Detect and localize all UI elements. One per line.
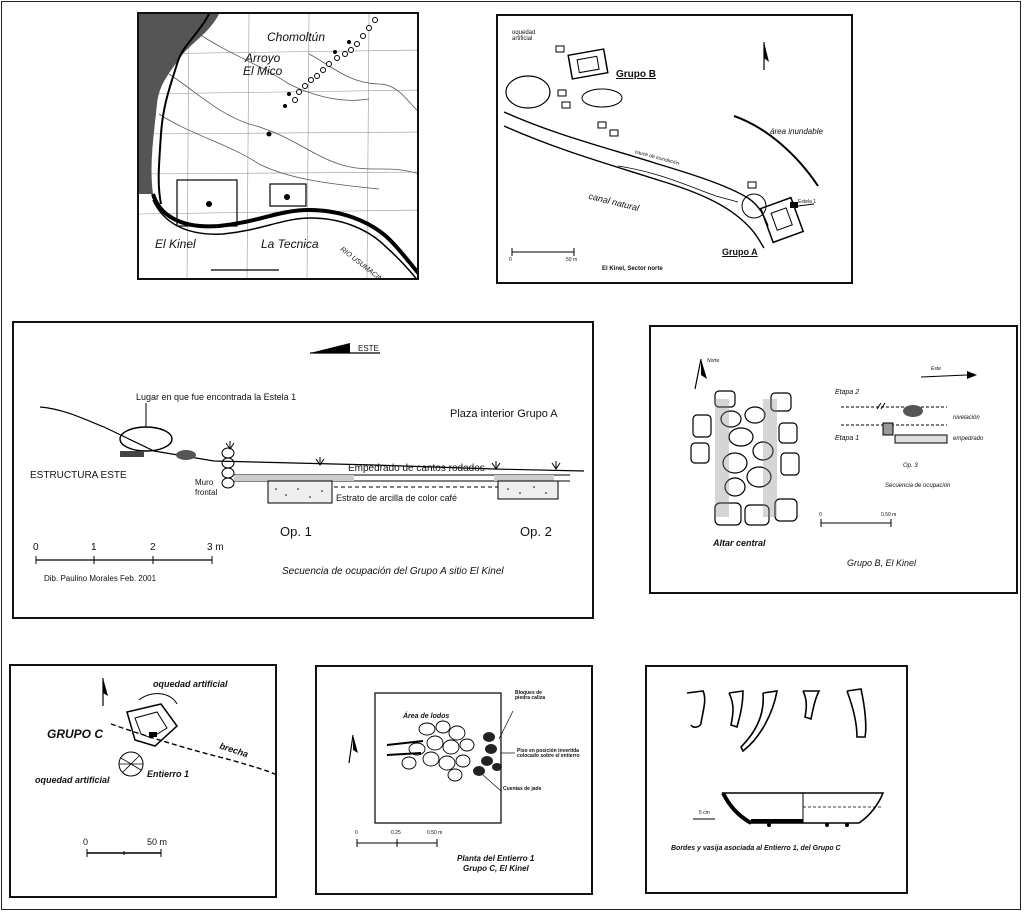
place-la-tecnica: La Tecnica [261, 237, 319, 251]
nivelacion-label: nivelación [953, 415, 980, 421]
oquedad-label: oquedad artificial [512, 30, 536, 42]
place-arroyo: Arroyo [245, 51, 281, 65]
regional-map-panel: Chomoltún Arroyo El Mico El Kinel La Tec… [137, 12, 419, 280]
scale-025: 0.25 [391, 830, 401, 836]
etapa-2-label: Etapa 2 [835, 389, 860, 396]
bloques-label: Bloques de piedra caliza [515, 690, 546, 701]
op1-label: Op. 1 [280, 524, 312, 539]
grupo-a-section-drawing [35, 343, 585, 564]
sector-norte-caption: El Kinel, Sector norte [602, 266, 663, 272]
grupo-b-panel: Norte Este Etapa 2 Etapa 1 nivelación em… [649, 325, 1018, 594]
scale-50m: 50 m [147, 837, 168, 847]
grupo-a-caption: Secuencia de ocupación del Grupo A sitio… [282, 566, 504, 577]
ceramics-drawing [686, 688, 885, 827]
east-label: ESTE [358, 344, 379, 353]
empedrado-label: empedrado [953, 436, 984, 442]
grupo-c-panel: oquedad artificial GRUPO C brecha Entier… [9, 664, 277, 898]
scale-0: 0 [83, 837, 89, 847]
estela-label: Estela 1 [798, 199, 817, 205]
ceramics-panel: 5 cm Bordes y vasija asociada al Entierr… [645, 665, 908, 894]
grupo-b-drawing [690, 358, 977, 527]
secuencia-label: Secuencia de ocupación [885, 483, 951, 489]
altar-central-label: Altar central [713, 538, 766, 548]
scale-1: 1 [91, 542, 97, 553]
scale-050m: 0.50 m [427, 830, 443, 836]
east-label: Este [931, 366, 942, 372]
piso-label: Piso en posición invertida colocado sobr… [517, 748, 580, 759]
north-label: Norte [707, 358, 720, 364]
entierro-caption-2: Grupo C, El Kinel [463, 864, 529, 873]
entierro-caption-1: Planta del Entierro 1 [457, 854, 535, 863]
estela-location-label: Lugar en que fue encontrada la Estela 1 [136, 392, 297, 402]
op2-label: Op. 2 [520, 524, 552, 539]
oquedad-bottom-label: oquedad artificial [35, 775, 110, 785]
op3-label: Op. 3 [903, 463, 918, 469]
area-lodos-label: Área de lodos [403, 713, 450, 720]
scale-0: 0 [819, 512, 822, 518]
empedrado-label: Empedrado de cantos rodados [348, 463, 485, 474]
grupo-b-label: Grupo B [616, 69, 656, 80]
muro-label-2: frontal [195, 488, 218, 497]
entierro-plan-drawing [348, 692, 515, 847]
area-inundable-label: área inundable [770, 127, 823, 136]
scale-0: 0 [33, 542, 39, 553]
scale-5cm: 5 cm [699, 810, 710, 816]
plaza-interior-label: Plaza interior Grupo A [450, 408, 558, 420]
sector-norte-drawing [503, 42, 819, 256]
scale-50: 50 m [566, 257, 578, 263]
drawing-credit: Dib. Paulino Morales Feb. 2001 [44, 574, 157, 583]
scale-0: 0 [355, 830, 358, 836]
scale-050m: 0.50 m [881, 512, 897, 518]
etapa-1-label: Etapa 1 [835, 435, 860, 442]
regional-map-drawing [139, 14, 417, 278]
scale-2: 2 [150, 542, 156, 553]
place-chomoltun: Chomoltún [267, 30, 326, 44]
ceramics-caption: Bordes y vasija asociada al Entierro 1, … [671, 845, 841, 852]
place-el-kinel: El Kinel [155, 237, 196, 251]
entierro-label: Entierro 1 [147, 769, 190, 779]
place-el-mico: El Mico [243, 64, 283, 78]
scale-0: 0 [509, 257, 512, 263]
cuentas-label: Cuentas de jade [503, 786, 542, 792]
muro-label-1: Muro [195, 478, 214, 487]
sector-norte-panel: oquedad artificial Grupo B área inundabl… [496, 14, 853, 284]
oquedad-top-label: oquedad artificial [153, 679, 228, 689]
grupo-c-drawing [86, 678, 275, 857]
scale-3m: 3 m [207, 542, 224, 553]
grupo-c-label: GRUPO C [47, 727, 104, 741]
estructura-este-label: ESTRUCTURA ESTE [30, 470, 127, 481]
grupo-b-caption: Grupo B, El Kinel [847, 558, 917, 568]
estrato-label: Estrato de arcilla de color café [336, 493, 458, 503]
entierro-plan-panel: Área de lodos Bloques de piedra caliza P… [315, 665, 593, 895]
grupo-a-label: Grupo A [722, 247, 758, 257]
grupo-a-section-panel: ESTE Lugar en que fue encontrada la Este… [12, 321, 594, 619]
